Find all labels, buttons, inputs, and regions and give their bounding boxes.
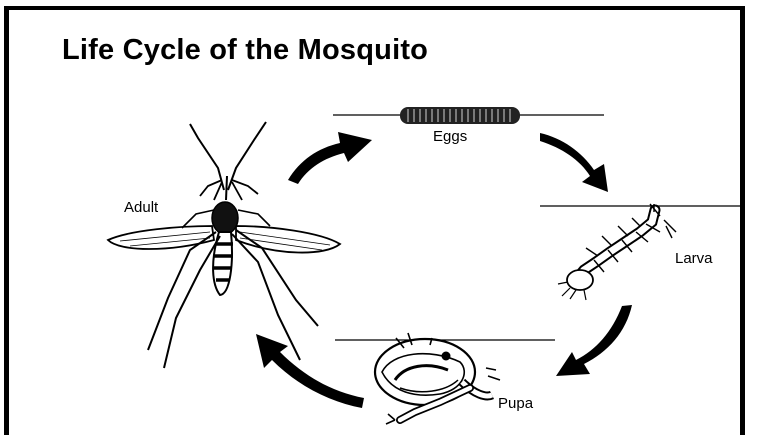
larva-icon: [558, 204, 676, 300]
stage-label-eggs: Eggs: [433, 128, 467, 145]
mosquito-adult-icon: [108, 122, 340, 368]
stage-label-pupa: Pupa: [498, 395, 533, 412]
stage-label-adult: Adult: [124, 199, 158, 216]
stage-label-larva: Larva: [675, 250, 713, 267]
egg-raft-icon: [400, 107, 520, 124]
pupa-icon: [375, 333, 500, 424]
